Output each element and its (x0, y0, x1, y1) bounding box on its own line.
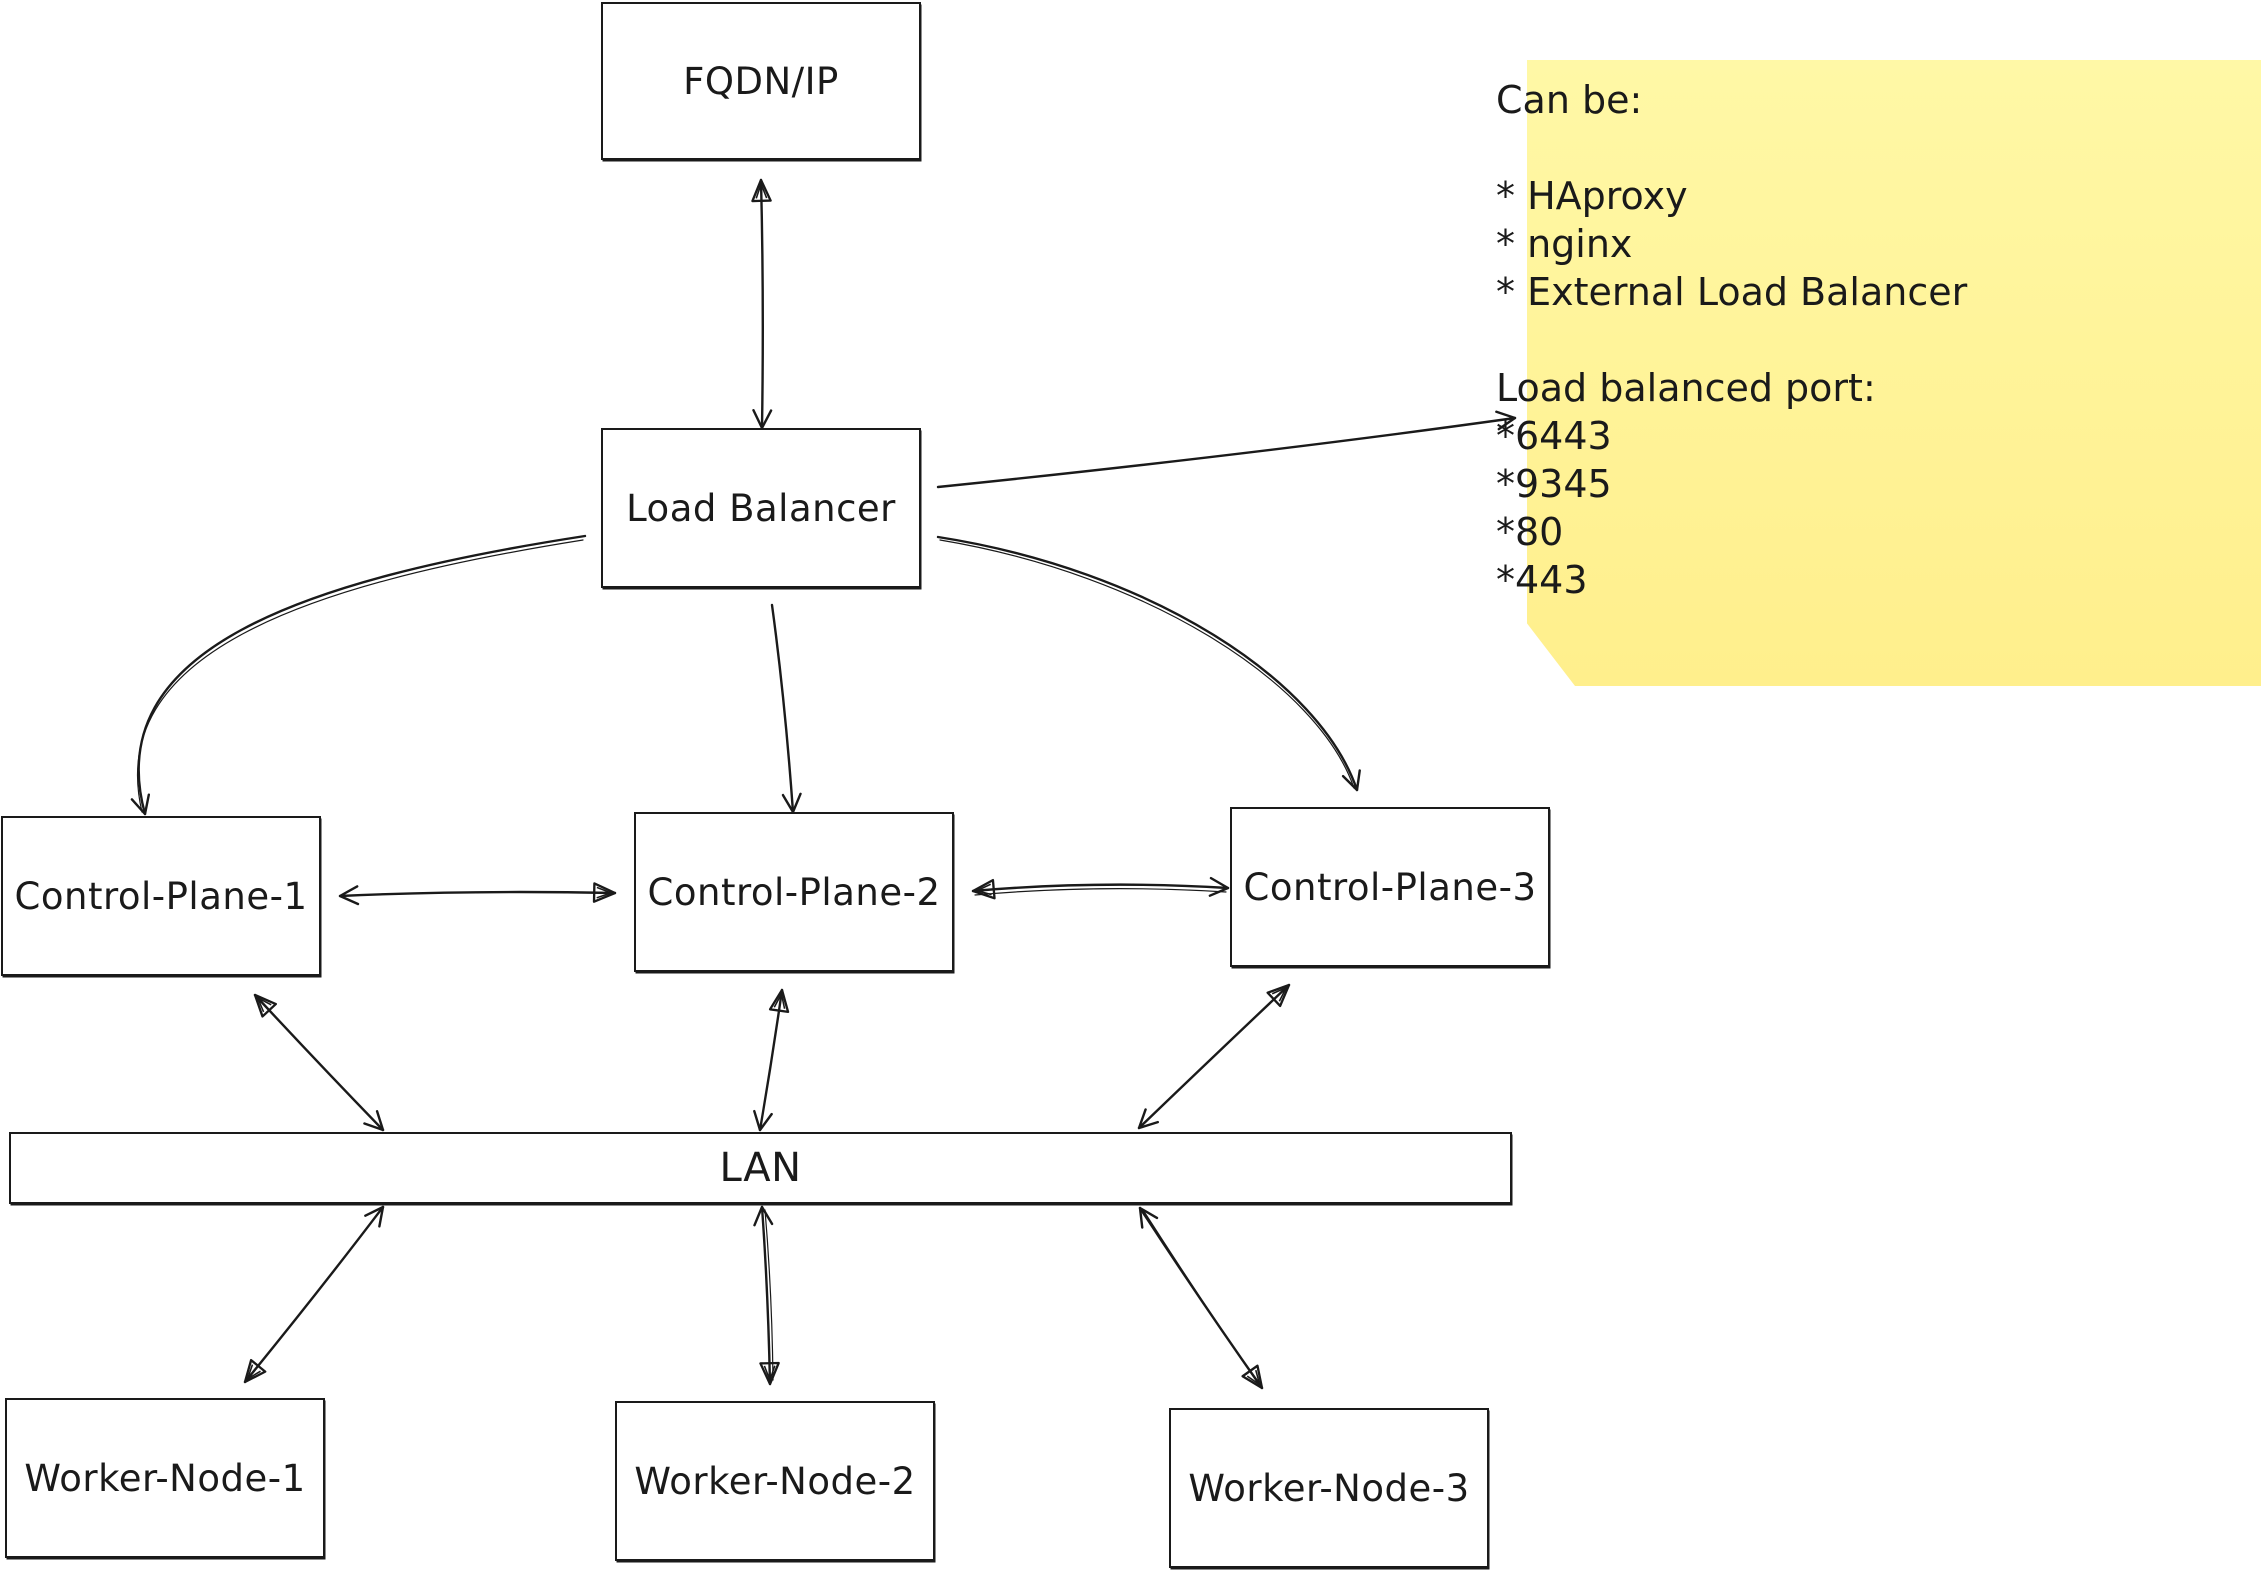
load-balancer-box: Load Balancer (601, 428, 921, 588)
worker-node-1-box: Worker-Node-1 (5, 1398, 325, 1558)
note-line (1496, 316, 2256, 364)
control-plane-1-label: Control-Plane-1 (14, 874, 308, 918)
control-plane-3-box: Control-Plane-3 (1230, 807, 1550, 967)
edge-cp2-cp3 (971, 876, 1230, 900)
control-plane-2-box: Control-Plane-2 (634, 812, 954, 972)
worker-node-3-label: Worker-Node-3 (1188, 1466, 1470, 1510)
fqdn-label: FQDN/IP (683, 59, 839, 103)
note-line: *6443 (1496, 414, 1612, 458)
edge-fqdn-lb (751, 178, 773, 430)
note-line: *443 (1496, 558, 1588, 602)
edge-cp3-lan (1137, 983, 1291, 1130)
edge-cp1-lan (253, 993, 385, 1132)
control-plane-2-label: Control-Plane-2 (647, 870, 941, 914)
note-line: * nginx (1496, 222, 1633, 266)
edge-lb-cp2 (770, 603, 802, 814)
edge-lan-wn2 (753, 1205, 780, 1386)
note-line: *80 (1496, 510, 1564, 554)
control-plane-1-box: Control-Plane-1 (1, 816, 321, 976)
note-line: Can be: (1496, 78, 1643, 122)
worker-node-2-label: Worker-Node-2 (634, 1459, 916, 1503)
edge-lan-wn1 (243, 1205, 385, 1384)
lan-label: LAN (719, 1145, 802, 1191)
load-balancer-label: Load Balancer (626, 486, 896, 530)
edge-lb-cp1 (130, 534, 587, 816)
edge-cp2-lan (753, 988, 790, 1132)
note-line: * External Load Balancer (1496, 270, 1968, 314)
worker-node-3-box: Worker-Node-3 (1169, 1408, 1489, 1568)
note-line (1496, 124, 2256, 172)
edge-lb-cp3 (936, 535, 1361, 792)
note-line: *9345 (1496, 462, 1612, 506)
edge-cp1-cp2 (338, 882, 617, 906)
note-line: * HAproxy (1496, 174, 1688, 218)
worker-node-2-box: Worker-Node-2 (615, 1401, 935, 1561)
control-plane-3-label: Control-Plane-3 (1243, 865, 1537, 909)
worker-node-1-label: Worker-Node-1 (24, 1456, 306, 1500)
fqdn-box: FQDN/IP (601, 2, 921, 160)
edge-lb-note (936, 410, 1517, 489)
sticky-note-text: Can be: * HAproxy* nginx* External Load B… (1496, 76, 2256, 604)
sticky-note (1527, 60, 2261, 686)
lan-bar: LAN (9, 1132, 1512, 1204)
note-line: Load balanced port: (1496, 366, 1876, 410)
